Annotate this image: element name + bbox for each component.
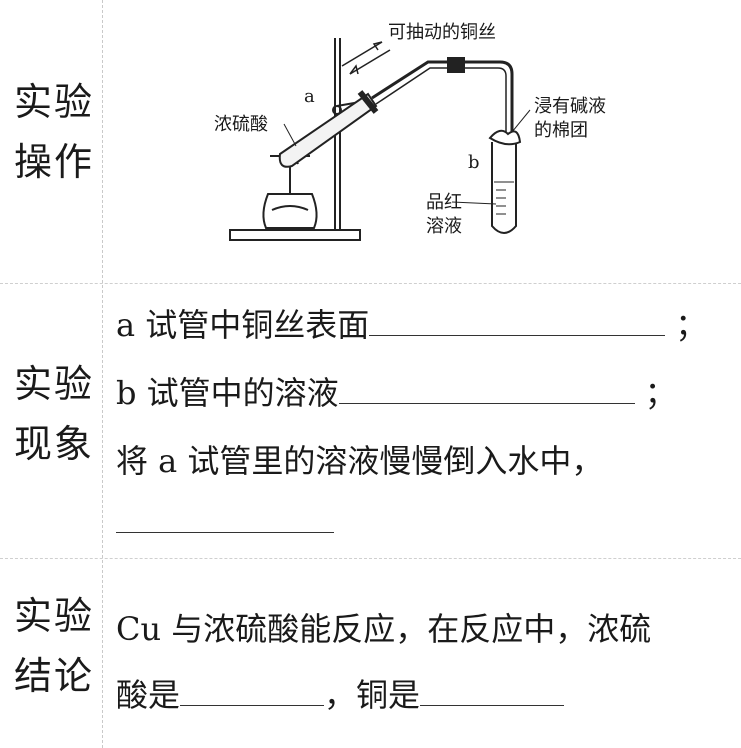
row-label-line: 操作 — [14, 140, 95, 184]
apparatus-diagram: 可抽动的铜丝 浓硫酸 a b 浸有碱液 的棉团 品红 溶液 — [200, 14, 620, 254]
answer-blank[interactable] — [369, 305, 666, 336]
row-label-conclusion: 实验 结论 — [14, 586, 94, 706]
label-magenta-solution-2: 溶液 — [426, 216, 462, 237]
phenomenon-line-1: a 试管中铜丝表面 ； — [116, 300, 707, 346]
phenomenon-line-3: 将 a 试管里的溶液慢慢倒入水中， — [116, 442, 604, 480]
conclusion-text: ，铜是 — [324, 676, 421, 714]
label-magenta-solution: 品红 — [426, 192, 462, 213]
row-label-line: 结论 — [14, 654, 95, 698]
row-label-line: 实验 — [14, 594, 95, 638]
answer-blank[interactable] — [338, 373, 635, 404]
phenomenon-text: a 试管中铜丝表面 — [116, 306, 370, 344]
label-alkali-cotton: 浸有碱液 — [534, 96, 606, 117]
answer-blank[interactable] — [420, 675, 565, 706]
answer-blank[interactable] — [180, 675, 325, 706]
phenomenon-text: b 试管中的溶液 — [116, 374, 339, 412]
label-copper-wire: 可抽动的铜丝 — [388, 22, 496, 43]
answer-blank[interactable] — [116, 502, 334, 533]
row-label-line: 现象 — [14, 422, 95, 466]
punctuation: ； — [675, 306, 708, 344]
label-tube-a: a — [304, 86, 315, 107]
row-label-line: 实验 — [14, 80, 95, 124]
conclusion-text: 酸是 — [116, 676, 181, 714]
row-label-line: 实验 — [14, 362, 95, 406]
punctuation: ； — [644, 374, 677, 412]
column-divider — [102, 0, 103, 748]
apparatus-drawing — [229, 38, 531, 241]
conclusion-line-1: Cu 与浓硫酸能反应，在反应中，浓硫 — [116, 610, 652, 648]
label-alkali-cotton-2: 的棉团 — [534, 120, 588, 141]
conclusion-line-2: 酸是 ，铜是 — [116, 670, 565, 716]
row-divider — [0, 283, 741, 284]
label-conc-sulfuric-acid: 浓硫酸 — [214, 114, 268, 135]
label-tube-b: b — [468, 152, 480, 173]
row-label-phenomenon: 实验 现象 — [14, 354, 94, 474]
row-divider — [0, 558, 741, 559]
phenomenon-line-4 — [116, 502, 334, 541]
phenomenon-line-2: b 试管中的溶液 ； — [116, 368, 677, 414]
row-label-operation: 实验 操作 — [14, 72, 94, 192]
